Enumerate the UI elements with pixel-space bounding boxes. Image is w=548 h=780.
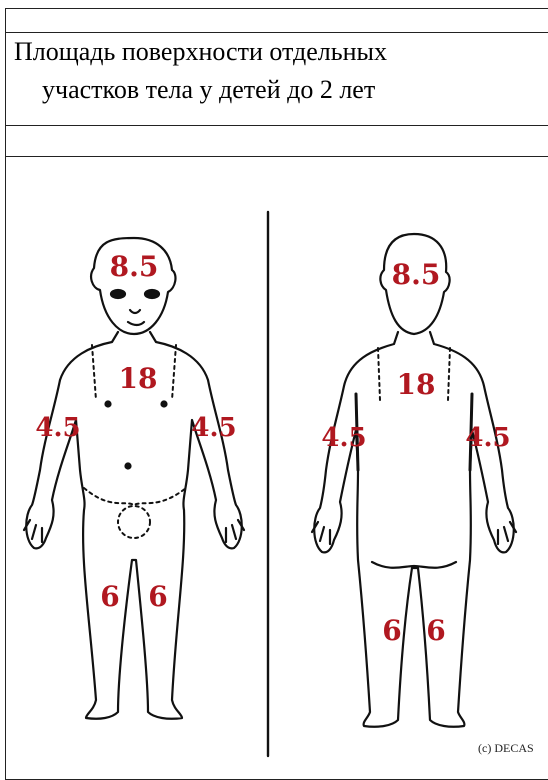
front-right-arm-label: 4.5 <box>191 413 236 443</box>
copyright-text: (c) DECAS <box>478 741 534 755</box>
front-trunk-label: 18 <box>119 362 158 395</box>
back-arm-markers <box>356 394 472 470</box>
back-left-leg-label: 6 <box>382 614 401 647</box>
front-right-leg-label: 6 <box>148 580 167 613</box>
back-body-outline <box>312 234 516 727</box>
back-trunk-label: 18 <box>397 368 436 401</box>
back-right-leg-label: 6 <box>426 614 445 647</box>
back-right-arm-label: 4.5 <box>465 423 510 453</box>
front-head-label: 8.5 <box>110 250 159 283</box>
front-left-leg-label: 6 <box>100 580 119 613</box>
front-left-arm-label: 4.5 <box>35 413 80 443</box>
back-left-arm-label: 4.5 <box>321 423 366 453</box>
back-head-label: 8.5 <box>392 258 441 291</box>
front-body-outline <box>24 238 244 719</box>
